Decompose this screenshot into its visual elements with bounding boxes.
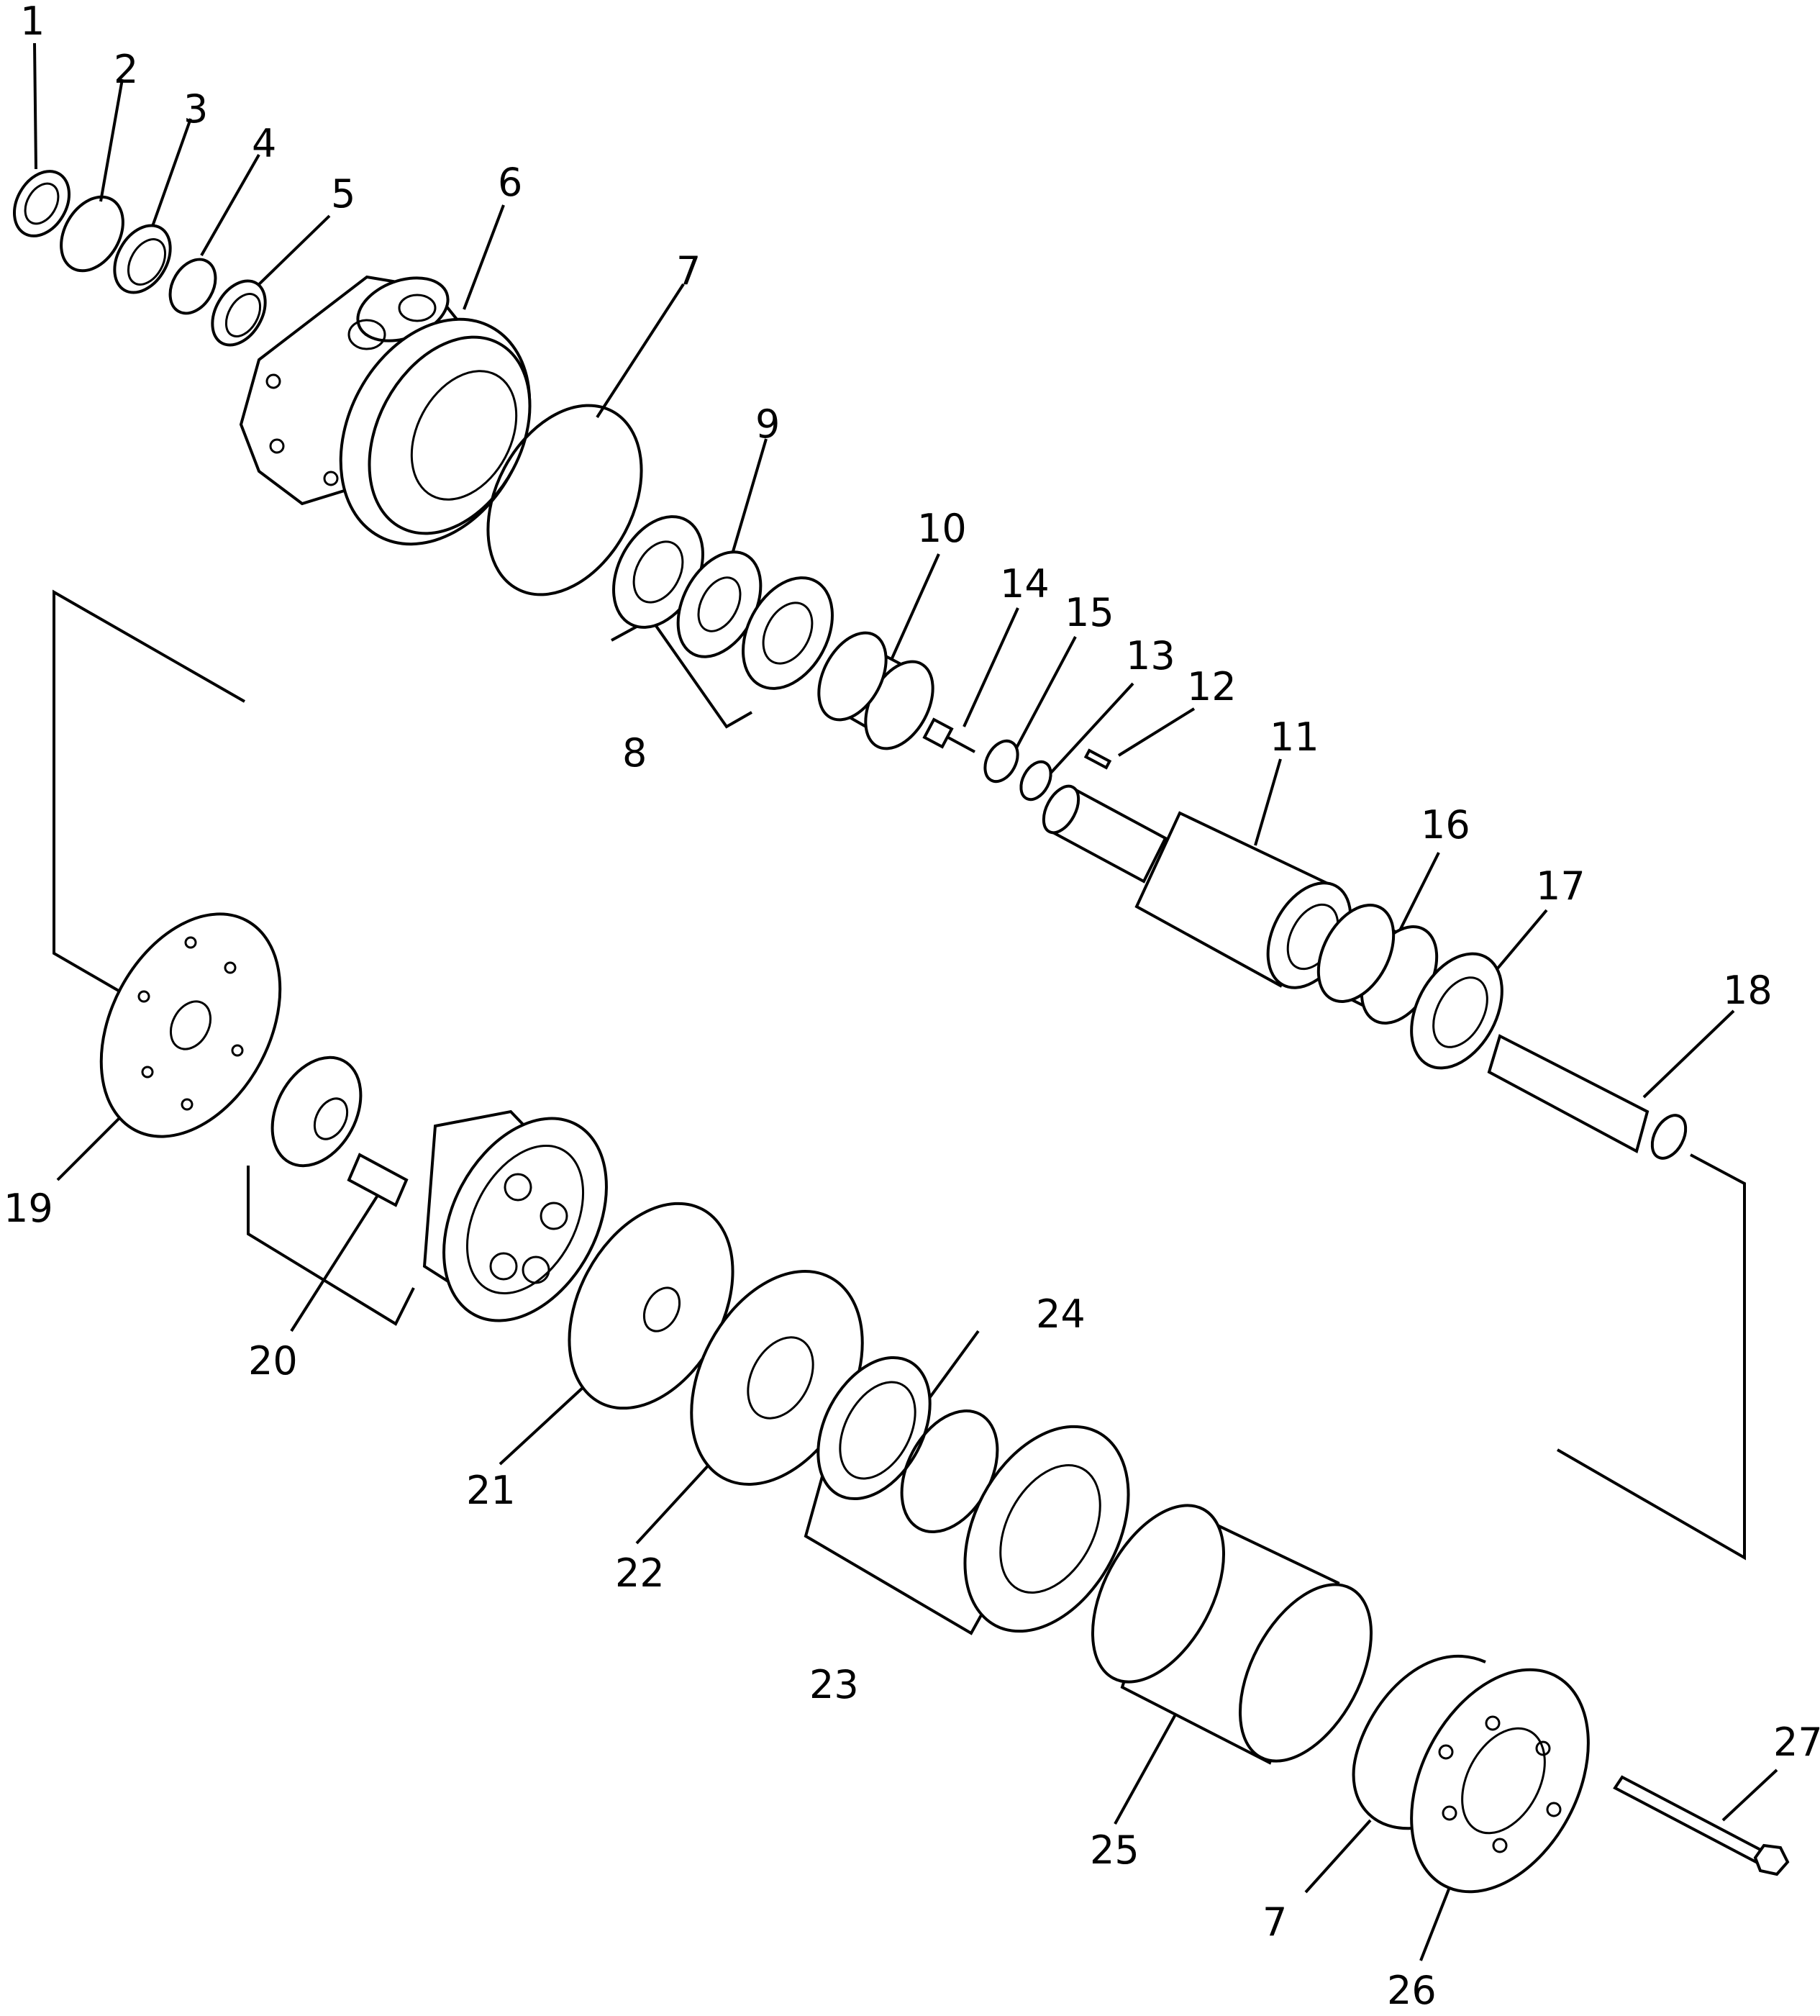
part-7-o-ring-2: [1352, 1654, 1486, 1830]
label-23: 23: [809, 1662, 859, 1707]
part-26-end-plate: [1410, 1668, 1590, 1894]
part-13-washer: [1019, 760, 1052, 802]
label-25: 25: [1090, 1827, 1139, 1873]
part-4-ring: [168, 258, 217, 315]
label-27: 27: [1773, 1720, 1820, 1765]
callout-labels: 1 2 3 4 5 6 7 8 9 10 11 12 13 14 15 16 1…: [4, 0, 1820, 2013]
part-18-output-shaft: [1487, 1034, 1688, 1160]
part-7-o-ring: [486, 404, 643, 596]
part-10-needle-bearing: [817, 631, 934, 750]
part-23-valve-disc: [816, 1356, 932, 1501]
label-11: 11: [1270, 714, 1319, 760]
label-7: 7: [676, 248, 701, 294]
label-19: 19: [4, 1186, 53, 1231]
label-4: 4: [252, 121, 276, 166]
label-5: 5: [331, 171, 355, 217]
label-2: 2: [114, 47, 138, 92]
part-1-bearing: [13, 170, 70, 237]
part-20-inner-gear: [270, 1055, 363, 1168]
part-27-bolt: [1613, 1775, 1790, 1876]
label-6: 6: [498, 160, 522, 205]
label-16: 16: [1421, 802, 1470, 848]
label-12: 12: [1187, 664, 1237, 709]
part-2-snap-ring: [60, 195, 124, 273]
part-6-housing: [239, 275, 532, 546]
label-8: 8: [622, 730, 647, 776]
part-20-roller: [347, 1153, 409, 1207]
label-3: 3: [183, 86, 208, 132]
part-15-washer: [983, 739, 1019, 784]
label-15: 15: [1065, 590, 1114, 635]
leader-lines: [33, 42, 1778, 1961]
part-25-cover: [1091, 1504, 1373, 1765]
label-10: 10: [917, 506, 967, 551]
part-20-gear-ring: [422, 1109, 608, 1322]
label-13: 13: [1126, 633, 1175, 678]
label-17: 17: [1536, 863, 1585, 909]
label-14: 14: [1000, 561, 1050, 607]
label-20: 20: [248, 1338, 298, 1384]
label-24: 24: [1036, 1291, 1086, 1337]
part-3-seal: [113, 224, 172, 294]
label-22: 22: [615, 1550, 665, 1596]
part-23-spacer-plate: [963, 1425, 1130, 1633]
label-26: 26: [1387, 1968, 1437, 2013]
label-7-lower: 7: [1262, 1899, 1287, 1945]
part-8-thrust-washer-b: [742, 576, 834, 690]
part-19-plate: [99, 912, 282, 1138]
part-5-bearing: [211, 279, 267, 347]
part-14-bolt: [922, 717, 975, 753]
label-18: 18: [1723, 968, 1773, 1013]
label-9: 9: [755, 401, 780, 447]
label-21: 21: [466, 1468, 516, 1513]
part-12-key: [1083, 748, 1112, 770]
label-1: 1: [20, 0, 45, 44]
guide-lines: [53, 589, 1746, 1635]
part-17-ball-bearing: [1410, 952, 1503, 1070]
